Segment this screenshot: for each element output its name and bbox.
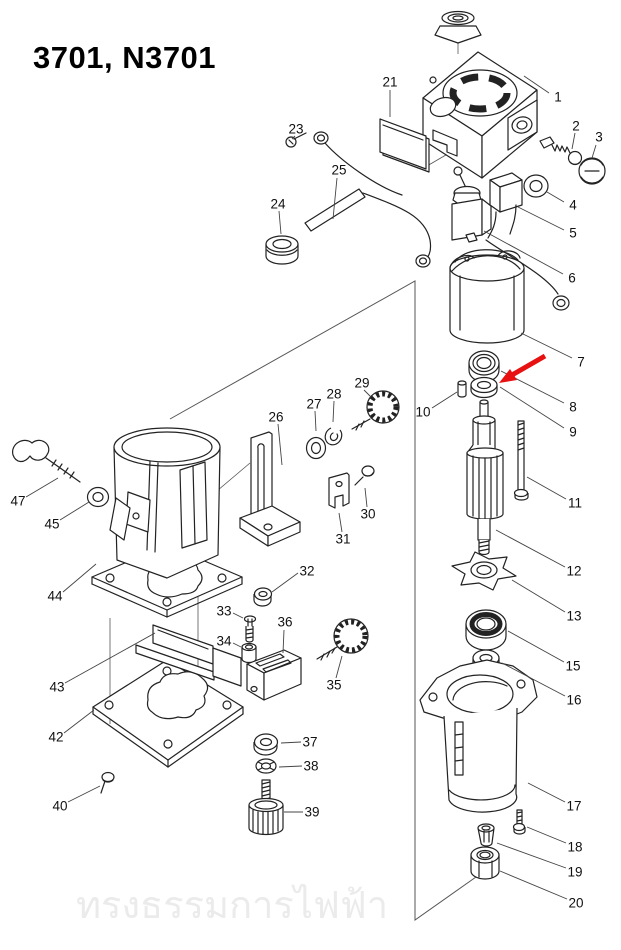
bearing-8-drawing [468, 350, 500, 383]
washer-45-drawing [86, 486, 110, 508]
screw-23-drawing [285, 132, 307, 148]
carbon-brush-drawing [539, 136, 583, 166]
wing-bolt-drawing [12, 439, 81, 483]
pin-10-drawing [457, 380, 467, 398]
holder-36-drawing [246, 649, 302, 701]
section-boundary-line [169, 280, 477, 921]
collet-nut-drawing [470, 846, 500, 880]
top-cap-drawing [434, 10, 482, 44]
red-arrow [499, 353, 547, 383]
screw-33-drawing [243, 615, 257, 643]
thumb-screw-29-drawing [351, 390, 400, 431]
wire-and-sleeve-25-drawing [304, 131, 570, 311]
leader-lines [25, 75, 597, 900]
field-drawing [449, 249, 525, 344]
ring-27-drawing [305, 436, 327, 460]
plate-31-drawing [328, 472, 350, 509]
thumb-screw-35-drawing [316, 618, 369, 661]
motor-housing-drawing [422, 51, 538, 179]
washer-9-drawing [470, 376, 498, 399]
thumb-knob-39-drawing [248, 779, 284, 836]
switch-drawing [451, 166, 492, 243]
capacitor-drawing [487, 172, 523, 239]
bracket-26-drawing [239, 431, 301, 547]
screw-11-drawing [513, 420, 529, 501]
ring-drawing [523, 174, 549, 198]
watermark-text: ทรงธรรมการไฟฟ้า [76, 885, 389, 927]
screw-18-drawing [512, 809, 526, 835]
page-title: 3701, N3701 [33, 40, 217, 75]
washer-37-drawing [253, 733, 279, 756]
lower-housing-drawing [419, 659, 538, 813]
base-plate-drawing [92, 659, 244, 768]
washer-38-drawing [255, 758, 277, 774]
grommet-24-drawing [265, 235, 299, 265]
red-arrow-shaft [510, 353, 547, 378]
collet-cone-drawing [477, 823, 495, 847]
screw-30-drawing [354, 465, 375, 486]
brush-holder-cap-drawing [578, 157, 606, 185]
bearing-15-drawing [465, 609, 507, 651]
nut-32-drawing [253, 587, 273, 607]
guide-43-drawing [135, 624, 242, 687]
base-clamp-drawing [91, 427, 243, 618]
washer-28-drawing [324, 427, 343, 446]
armature-drawing [466, 399, 504, 556]
screw-40-drawing [100, 771, 115, 794]
fan-drawing [451, 551, 517, 591]
sleeve-34-drawing [241, 642, 257, 664]
red-arrow-head [499, 369, 517, 383]
name-plate-drawing [379, 118, 430, 173]
